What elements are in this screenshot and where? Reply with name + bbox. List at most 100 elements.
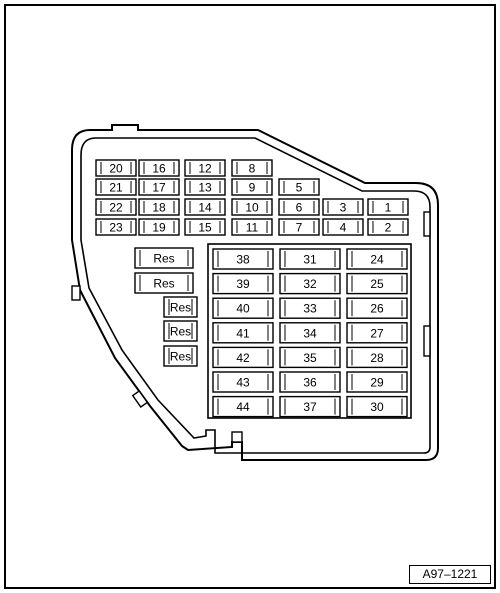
fuse-6-label: 6 xyxy=(296,201,303,215)
fuse-3-label: 3 xyxy=(340,201,347,215)
fuse-12: 12 xyxy=(184,159,226,177)
fuse-40-label: 40 xyxy=(236,302,250,316)
fuse-9-outline xyxy=(231,178,273,196)
fuse-7: 7 xyxy=(278,218,320,236)
fuse-31-outline xyxy=(279,248,341,270)
fuse-41-outline xyxy=(212,322,274,344)
fuse-18-outline xyxy=(138,198,180,216)
fuse-box-housing-outer xyxy=(71,124,439,461)
fuse-17: 17 xyxy=(138,178,180,196)
reserve-fuse-3-label: Res xyxy=(170,301,191,315)
fuse-4-label: 4 xyxy=(340,221,347,235)
fuse-15-label: 15 xyxy=(198,221,212,235)
fuse-16: 16 xyxy=(138,159,180,177)
fuse-21-label: 21 xyxy=(109,181,123,195)
fuse-35-outline xyxy=(279,346,341,369)
housing-tab-right-2 xyxy=(423,325,431,357)
fuse-17-label: 17 xyxy=(152,181,166,195)
fuse-42: 42 xyxy=(212,346,274,369)
fuse-29: 29 xyxy=(346,371,408,393)
fuse-19-outline xyxy=(138,218,180,236)
fuse-25-label: 25 xyxy=(370,277,384,291)
fuse-3-outline xyxy=(322,198,364,216)
fuse-6: 6 xyxy=(278,198,320,216)
reserve-fuse-1-outline xyxy=(134,247,194,269)
fuse-24-outline xyxy=(346,248,408,270)
figure-reference-label: A97–1221 xyxy=(409,565,491,584)
fuse-33-outline xyxy=(279,297,341,319)
fuse-30-outline xyxy=(346,395,408,418)
fuse-41-label: 41 xyxy=(236,326,250,340)
fuse-31-label: 31 xyxy=(303,253,317,267)
reserve-fuse-1-label: Res xyxy=(153,252,174,266)
fuse-25-outline xyxy=(346,272,408,295)
fuse-8-label: 8 xyxy=(249,162,256,176)
fuse-29-outline xyxy=(346,371,408,393)
fuse-16-label: 16 xyxy=(152,162,166,176)
reserve-fuse-4-outline xyxy=(163,320,198,342)
fuse-12-label: 12 xyxy=(198,162,212,176)
fuse-13-outline xyxy=(184,178,226,196)
fuse-31: 31 xyxy=(279,248,341,270)
fuse-30: 30 xyxy=(346,395,408,418)
fuse-23-outline xyxy=(95,218,137,236)
fuse-32-label: 32 xyxy=(303,277,317,291)
fuse-42-label: 42 xyxy=(236,351,250,365)
fuse-27-outline xyxy=(346,322,408,344)
fuse-23: 23 xyxy=(95,218,137,236)
fuse-9-label: 9 xyxy=(249,181,256,195)
fuse-38-outline xyxy=(212,248,274,270)
fuse-23-label: 23 xyxy=(109,221,123,235)
fuse-7-label: 7 xyxy=(296,221,303,235)
fuse-38: 38 xyxy=(212,248,274,270)
fuse-43-outline xyxy=(212,371,274,393)
fuse-15-outline xyxy=(184,218,226,236)
fuse-8-outline xyxy=(231,159,273,177)
fuse-36-label: 36 xyxy=(303,376,317,390)
fuse-19-label: 19 xyxy=(152,221,166,235)
fuse-5: 5 xyxy=(278,178,320,196)
fuse-20: 20 xyxy=(95,159,137,177)
fuse-1-label: 1 xyxy=(385,201,392,215)
fuse-43-label: 43 xyxy=(236,376,250,390)
reserve-fuse-4: Res xyxy=(163,320,198,342)
reserve-fuse-5-label: Res xyxy=(170,350,191,364)
fuse-37-outline xyxy=(279,395,341,418)
fuse-44-label: 44 xyxy=(236,400,250,414)
fuse-10: 10 xyxy=(231,198,273,216)
housing-tab-right-1 xyxy=(423,211,431,237)
lower-fuse-columns: 3839404142434431323334353637242526272829… xyxy=(212,248,408,418)
fuse-39-outline xyxy=(212,272,274,295)
fuse-44-outline xyxy=(212,395,274,418)
fuse-4: 4 xyxy=(322,218,364,236)
fuse-18: 18 xyxy=(138,198,180,216)
fuse-34-outline xyxy=(279,322,341,344)
fuse-21-outline xyxy=(95,178,137,196)
fuse-39: 39 xyxy=(212,272,274,295)
fuse-12-outline xyxy=(184,159,226,177)
fuse-26-label: 26 xyxy=(370,302,384,316)
fuse-11-label: 11 xyxy=(246,221,259,235)
fuse-7-outline xyxy=(278,218,320,236)
fuse-26: 26 xyxy=(346,297,408,319)
fuse-10-outline xyxy=(231,198,273,216)
fuse-6-outline xyxy=(278,198,320,216)
fuse-20-outline xyxy=(95,159,137,177)
fuse-20-label: 20 xyxy=(109,162,123,176)
fuse-22: 22 xyxy=(95,198,137,216)
fuse-3: 3 xyxy=(322,198,364,216)
fuse-15: 15 xyxy=(184,218,226,236)
fuse-11: 11 xyxy=(231,218,273,236)
fuse-35-label: 35 xyxy=(303,351,317,365)
fuse-19: 19 xyxy=(138,218,180,236)
fuse-17-outline xyxy=(138,178,180,196)
fuse-32-outline xyxy=(279,272,341,295)
fuse-24-label: 24 xyxy=(370,253,384,267)
fuse-14-label: 14 xyxy=(198,201,212,215)
fuse-5-outline xyxy=(278,178,320,196)
fuse-25: 25 xyxy=(346,272,408,295)
fuse-26-outline xyxy=(346,297,408,319)
